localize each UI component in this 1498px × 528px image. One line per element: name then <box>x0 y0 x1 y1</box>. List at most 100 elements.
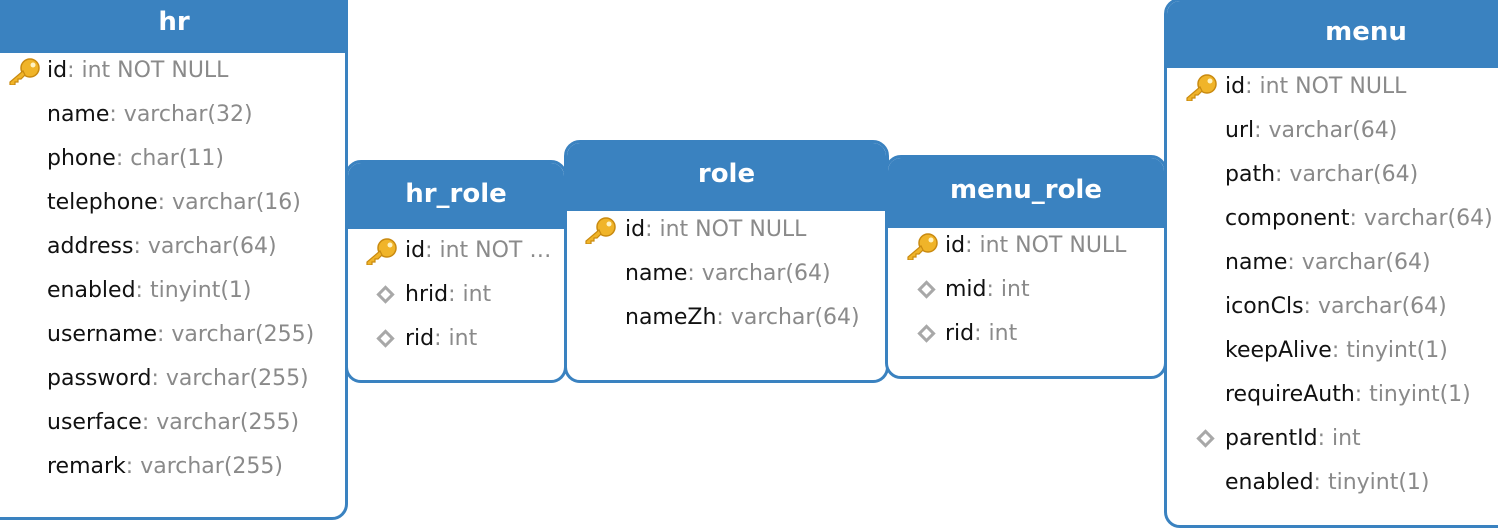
column-name: path <box>1225 162 1276 187</box>
column-type: : int NOT … <box>425 238 552 263</box>
column-row[interactable]: remark: varchar(255) <box>0 445 345 489</box>
column-row[interactable]: keepAlive: tinyint(1) <box>1167 329 1498 373</box>
column-row[interactable]: iconCls: varchar(64) <box>1167 285 1498 329</box>
column-row[interactable]: telephone: varchar(16) <box>0 181 345 225</box>
column-row[interactable]: rid: int <box>888 312 1164 356</box>
column-text: keepAlive: tinyint(1) <box>1225 329 1448 373</box>
column-type: : int NOT NULL <box>1245 74 1407 99</box>
column-row[interactable]: requireAuth: tinyint(1) <box>1167 373 1498 417</box>
column-type: : varchar(64) <box>133 234 277 259</box>
column-name: phone <box>47 146 116 171</box>
column-row[interactable]: path: varchar(64) <box>1167 153 1498 197</box>
column-type: : varchar(255) <box>125 454 283 479</box>
column-row[interactable]: password: varchar(255) <box>0 357 345 401</box>
column-row[interactable]: id: int NOT NULL <box>567 208 886 252</box>
column-text: address: varchar(64) <box>47 225 277 269</box>
column-row[interactable]: id: int NOT NULL <box>888 224 1164 268</box>
column-row[interactable]: component: varchar(64) <box>1167 197 1498 241</box>
column-row[interactable]: nameZh: varchar(64) <box>567 296 886 340</box>
column-type: : int <box>434 326 478 351</box>
column-name: url <box>1225 118 1255 143</box>
column-row[interactable]: address: varchar(64) <box>0 225 345 269</box>
column-text: mid: int <box>945 268 1030 312</box>
column-type: : varchar(64) <box>1275 162 1419 187</box>
column-type: : int NOT NULL <box>645 217 807 242</box>
column-row[interactable]: parentId: int <box>1167 417 1498 461</box>
column-text: remark: varchar(255) <box>47 445 283 489</box>
table-header: role <box>567 143 886 211</box>
column-name: rid <box>945 321 975 346</box>
column-row[interactable]: id: int NOT NULL <box>0 49 345 93</box>
column-row[interactable]: userface: varchar(255) <box>0 401 345 445</box>
column-row[interactable]: id: int NOT … <box>348 229 564 273</box>
column-row[interactable]: url: varchar(64) <box>1167 109 1498 153</box>
column-name: rid <box>405 326 435 351</box>
key-icon <box>904 232 940 261</box>
column-text: enabled: tinyint(1) <box>1225 461 1430 505</box>
column-type: : varchar(64) <box>716 305 860 330</box>
column-type: : varchar(64) <box>1303 294 1447 319</box>
column-text: iconCls: varchar(64) <box>1225 285 1447 329</box>
diamond-icon <box>376 285 395 304</box>
column-row[interactable]: name: varchar(64) <box>1167 241 1498 285</box>
column-type: : int <box>448 282 492 307</box>
column-name: name <box>625 261 688 286</box>
column-type: : varchar(255) <box>151 366 309 391</box>
column-name: password <box>47 366 152 391</box>
column-row[interactable]: id: int NOT NULL <box>1167 65 1498 109</box>
column-text: phone: char(11) <box>47 137 224 181</box>
column-row[interactable]: rid: int <box>348 317 564 361</box>
column-name: mid <box>945 277 987 302</box>
column-row[interactable]: name: varchar(64) <box>567 252 886 296</box>
column-text: password: varchar(255) <box>47 357 309 401</box>
column-name: id <box>625 217 646 242</box>
column-text: telephone: varchar(16) <box>47 181 301 225</box>
column-row[interactable]: phone: char(11) <box>0 137 345 181</box>
column-text: name: varchar(32) <box>47 93 253 137</box>
column-type: : varchar(64) <box>1254 118 1398 143</box>
diamond-icon <box>917 280 936 299</box>
column-type: : varchar(64) <box>687 261 831 286</box>
column-name: name <box>47 102 110 127</box>
column-text: parentId: int <box>1225 417 1361 461</box>
column-type: : tinyint(1) <box>135 278 252 303</box>
column-row[interactable]: username: varchar(255) <box>0 313 345 357</box>
column-type: : varchar(255) <box>141 410 300 435</box>
column-text: name: varchar(64) <box>1225 241 1431 285</box>
column-type: : varchar(255) <box>157 322 315 347</box>
column-name: username <box>47 322 157 347</box>
key-icon <box>6 57 42 86</box>
column-name: address <box>47 234 134 259</box>
column-text: id: int NOT NULL <box>625 208 806 252</box>
column-type: : int NOT NULL <box>67 58 229 83</box>
column-type: : varchar(16) <box>157 190 301 215</box>
column-text: component: varchar(64) <box>1225 197 1493 241</box>
column-row[interactable]: hrid: int <box>348 273 564 317</box>
column-name: enabled <box>1225 470 1314 495</box>
column-text: id: int NOT NULL <box>1225 65 1406 109</box>
column-type: : int NOT NULL <box>965 233 1127 258</box>
column-text: rid: int <box>405 317 477 361</box>
column-type: : tinyint(1) <box>1354 382 1471 407</box>
key-icon <box>582 216 618 245</box>
column-name: parentId <box>1225 426 1318 451</box>
column-row[interactable]: enabled: tinyint(1) <box>0 269 345 313</box>
diamond-icon <box>376 329 395 348</box>
column-text: hrid: int <box>405 273 491 317</box>
column-row[interactable]: mid: int <box>888 268 1164 312</box>
column-name: remark <box>47 454 126 479</box>
column-text: username: varchar(255) <box>47 313 314 357</box>
column-text: id: int NOT NULL <box>945 224 1126 268</box>
column-name: requireAuth <box>1225 382 1355 407</box>
column-row[interactable]: enabled: tinyint(1) <box>1167 461 1498 505</box>
column-type: : varchar(64) <box>1287 250 1431 275</box>
column-name: telephone <box>47 190 158 215</box>
column-row[interactable]: name: varchar(32) <box>0 93 345 137</box>
column-type: : int <box>986 277 1030 302</box>
column-text: requireAuth: tinyint(1) <box>1225 373 1471 417</box>
